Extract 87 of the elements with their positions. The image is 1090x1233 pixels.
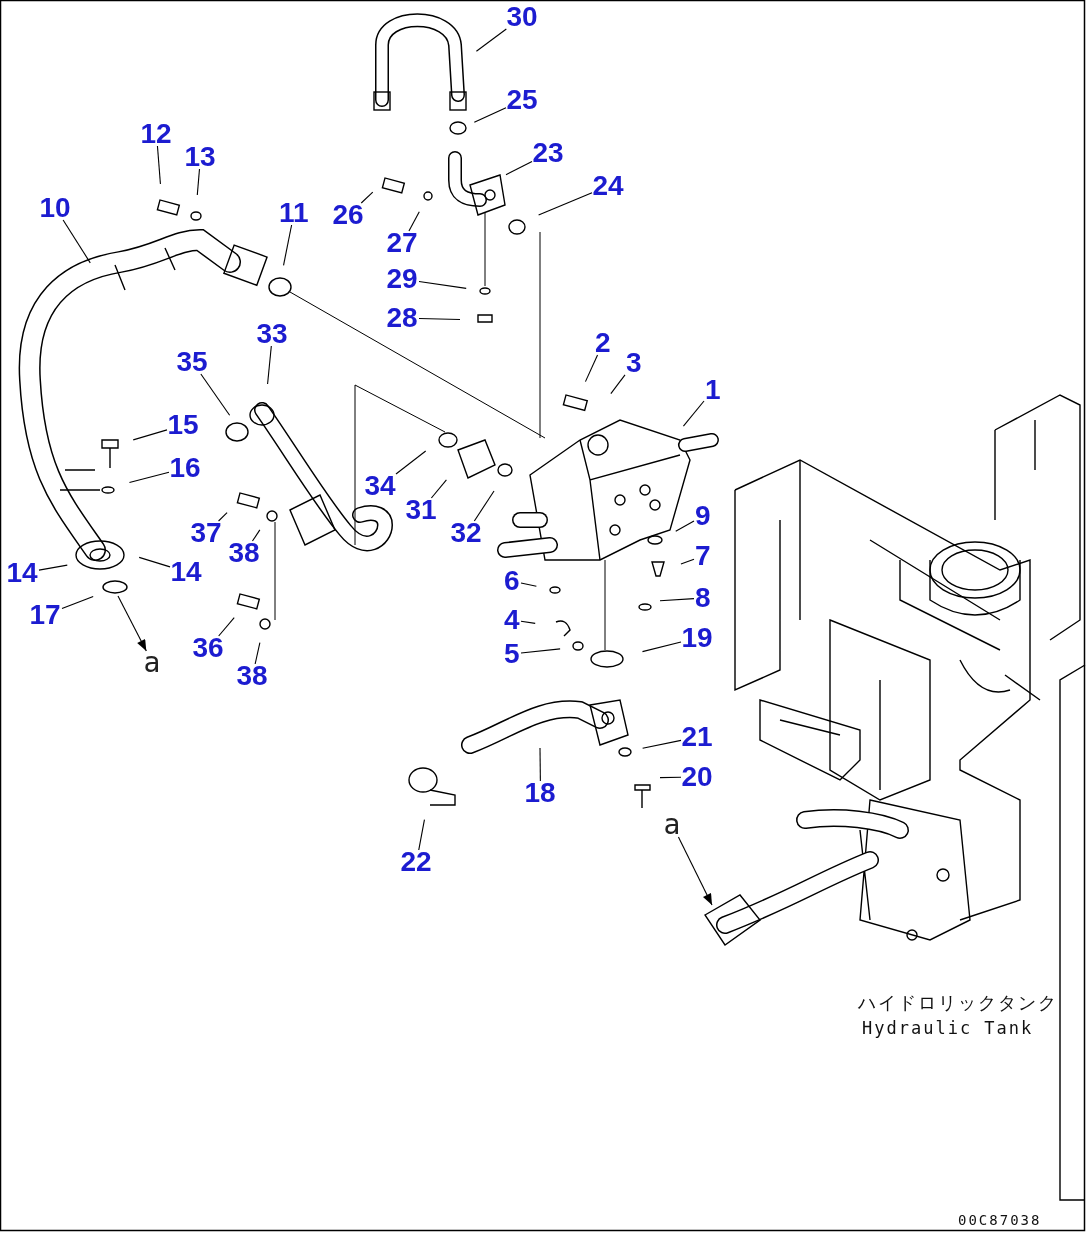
callout-number: 22 (400, 848, 432, 876)
callout-number: 15 (167, 411, 199, 439)
callout-number: 11 (279, 199, 309, 227)
callout-number: 29 (386, 265, 418, 293)
callout-number: 27 (386, 229, 418, 257)
leader-line (254, 641, 261, 665)
callout-number: 16 (169, 454, 201, 482)
leader-line (62, 219, 91, 264)
reference-letter: a (143, 649, 161, 677)
callout-number: 8 (695, 584, 711, 612)
callout-number: 1 (705, 376, 721, 404)
callout-number: 26 (332, 201, 364, 229)
drawing-number: 00C87038 (958, 1213, 1042, 1227)
callout-number: 30 (506, 3, 538, 31)
callout-number: 36 (192, 634, 224, 662)
leader-line (520, 648, 561, 654)
callout-number: 3 (626, 349, 642, 377)
callout-number: 5 (504, 640, 520, 668)
leader-line (408, 211, 420, 232)
leader-line (418, 317, 461, 321)
callout-number: 34 (364, 472, 396, 500)
leader-line (520, 582, 537, 587)
leader-line (505, 160, 533, 176)
callout-number: 32 (450, 519, 482, 547)
callout-number: 13 (184, 143, 216, 171)
callout-number: 33 (256, 320, 288, 348)
leader-line (128, 471, 170, 484)
callout-number: 23 (532, 139, 564, 167)
callout-number: 24 (592, 172, 624, 200)
reference-arrow (677, 836, 713, 906)
callout-number: 28 (386, 304, 418, 332)
leader-line (659, 776, 682, 779)
leader-line (138, 556, 171, 568)
leader-line (38, 564, 68, 571)
callout-number: 37 (190, 519, 222, 547)
callout-number: 9 (695, 502, 711, 530)
callout-number: 21 (681, 723, 713, 751)
tank-label: ハイドロリックタンク (858, 994, 1058, 1012)
leader-line (680, 558, 695, 565)
callout-number: 35 (176, 348, 208, 376)
callout-number: 17 (29, 601, 61, 629)
callout-number: 2 (595, 329, 611, 357)
leader-line (675, 520, 695, 532)
leader-line (196, 168, 201, 196)
callout-number: 18 (524, 779, 556, 807)
callout-number: 31 (405, 496, 437, 524)
callout-number: 6 (504, 567, 520, 595)
leader-line (200, 373, 231, 416)
callout-number: 19 (681, 624, 713, 652)
callout-number: 10 (39, 194, 71, 222)
callout-number: 20 (681, 763, 713, 791)
leader-line (418, 280, 467, 289)
leader-line (520, 620, 536, 624)
leader-line (132, 429, 168, 441)
leader-line (360, 191, 374, 204)
callout-number: 12 (140, 120, 172, 148)
leader-line (267, 345, 272, 385)
leader-line (418, 819, 426, 851)
leader-line (473, 107, 507, 123)
callout-number: 14 (6, 559, 38, 587)
callout-number: 38 (236, 662, 268, 690)
callout-number: 7 (695, 542, 711, 570)
callout-number: 38 (228, 539, 260, 567)
leader-line (430, 479, 447, 499)
leader-line (218, 617, 235, 637)
leader-line (156, 145, 161, 185)
leader-line (584, 354, 599, 383)
reference-arrow (117, 595, 147, 652)
leader-line (473, 490, 495, 522)
leader-line (641, 641, 682, 653)
leader-line (61, 595, 94, 610)
callout-number: 14 (170, 558, 202, 586)
leader-line (395, 450, 427, 475)
leader-line (282, 224, 293, 266)
leader-line (642, 739, 682, 749)
leader-line (659, 598, 695, 602)
reference-letter: a (663, 811, 681, 839)
callout-number: 4 (504, 606, 520, 634)
leader-line (251, 529, 261, 542)
leader-line (682, 400, 705, 427)
leader-line (218, 512, 228, 522)
leader-line (610, 374, 626, 395)
leader-line (538, 192, 593, 216)
leader-line (539, 747, 541, 782)
leader-line (475, 28, 507, 52)
callout-number: 25 (506, 86, 538, 114)
tank-label: Hydraulic Tank (862, 1020, 1034, 1037)
